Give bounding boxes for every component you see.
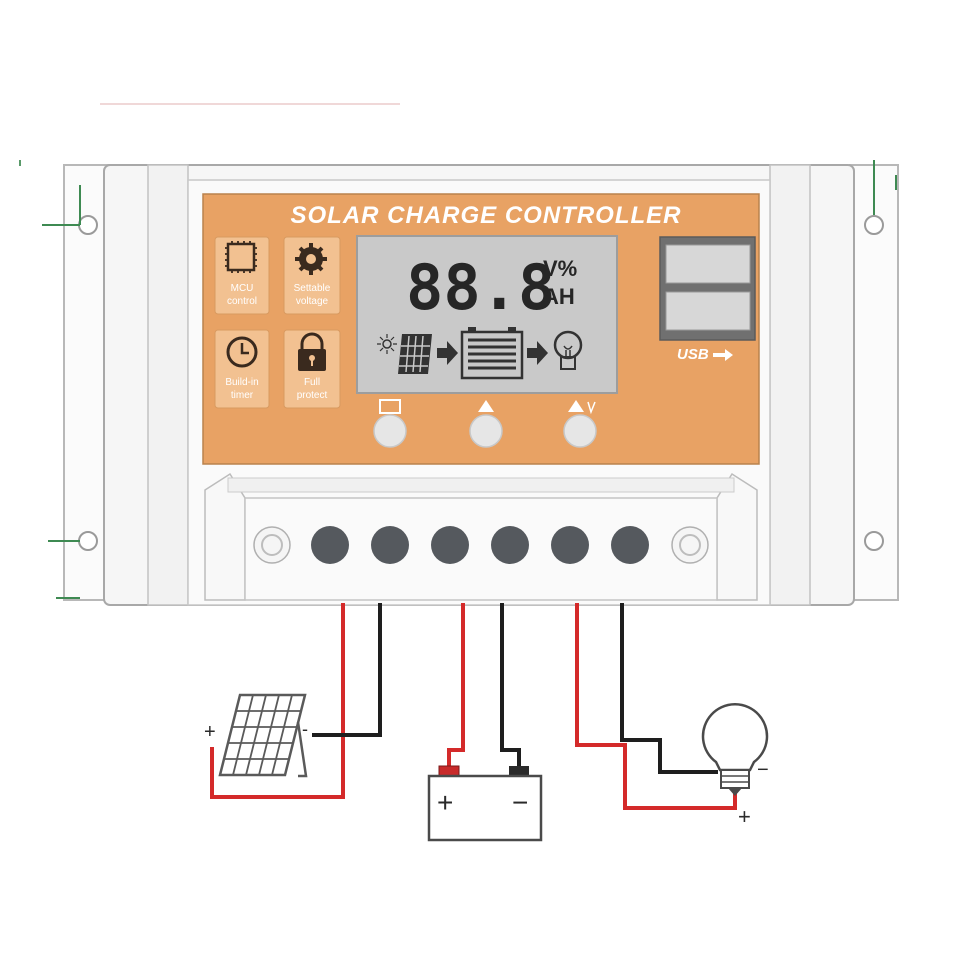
mount-hole [864,531,884,551]
feature-label: control [227,296,257,307]
button-menu[interactable] [373,399,407,448]
battery-plus-label: + [437,787,453,818]
terminal-screw[interactable] [551,526,589,564]
up-down-icon [568,400,584,412]
load-plus-label: + [738,804,751,829]
terminal-screw[interactable] [491,526,529,564]
battery-minus-label: − [512,787,528,818]
terminal-screw[interactable] [311,526,349,564]
panel-negative-wire [312,603,382,737]
right-mounting-flange [849,160,899,601]
feature-label: voltage [296,296,329,307]
feature-full-protect: Full protect [283,329,341,409]
terminal-cap [253,526,291,564]
feature-mcu-control: MCU control [214,236,270,315]
lock-icon [298,332,326,371]
light-bulb [701,703,769,796]
solar-panel [218,693,308,778]
feature-label: Settable [294,283,331,294]
usb-plug-icon [713,349,733,361]
usb-port[interactable] [665,244,751,284]
battery-negative-wire [500,603,521,768]
device-title: SOLAR CHARGE CONTROLLER [291,202,682,229]
up-icon [478,400,494,412]
arrow-icon [437,341,458,365]
button-up-down[interactable] [563,400,597,448]
lcd-unit-top: V% [543,256,577,281]
battery [427,765,543,842]
panel-minus-label: - [302,719,308,739]
usb-port[interactable] [665,291,751,331]
left-mounting-flange [42,164,111,601]
feature-label: timer [231,390,254,401]
terminal-screw[interactable] [611,526,649,564]
terminal-block [204,472,758,601]
feature-label: MCU [231,283,254,294]
feature-settable-voltage: Settable voltage [283,236,341,315]
terminal-screw[interactable] [431,526,469,564]
load-positive-wire [575,603,737,810]
lcd-display: 88.8 V% AH [356,235,618,394]
wiring [210,603,737,810]
mount-hole [78,215,98,235]
load-minus-label: − [757,759,769,781]
bulb-icon [553,330,583,370]
panel-plus-label: + [204,721,216,743]
mount-hole [864,215,884,235]
button-up[interactable] [469,400,503,448]
chip-icon [225,241,257,273]
battery-positive-wire [447,603,465,768]
usb-ports: USB [659,236,756,363]
arrow-icon [527,341,548,365]
usb-label: USB [677,346,709,363]
gear-icon [295,243,327,275]
menu-icon [379,399,401,414]
panel-positive-wire [210,603,345,799]
feature-label: Full [304,377,320,388]
sun-icon [377,334,397,354]
feature-build-in-timer: Build-in timer [214,329,270,409]
lcd-digits: 88.8 [406,251,555,324]
feature-label: Build-in [225,377,258,388]
terminal-cap [671,526,709,564]
mount-hole [78,531,98,551]
terminal-screw[interactable] [371,526,409,564]
feature-label: protect [297,390,328,401]
battery-icon [460,327,524,380]
lcd-unit-bottom: AH [543,284,575,309]
load-negative-wire [620,603,718,774]
solar-panel-icon [398,334,432,374]
clock-icon [226,336,258,368]
